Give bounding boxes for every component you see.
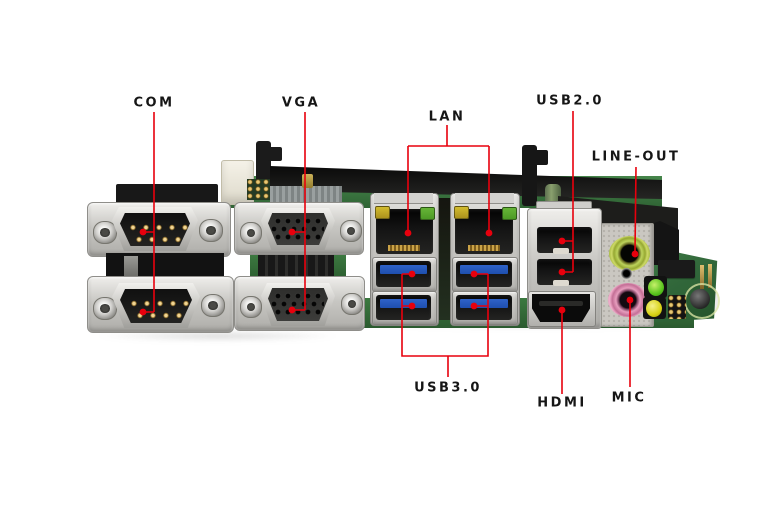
com-top-screw-left <box>93 221 117 244</box>
lan-right-led-green <box>502 207 517 220</box>
lan-port-right-contacts <box>468 245 500 251</box>
vga-top-holes-row1 <box>274 217 324 225</box>
usb3-port-3-tongue <box>460 265 508 274</box>
jumper-pin <box>708 264 712 288</box>
usb3-port-4-tongue <box>460 299 508 308</box>
label-com: COM <box>133 95 175 111</box>
mic-jack <box>608 283 648 317</box>
label-hdmi: HDMI <box>537 395 587 411</box>
lan-left-led-green <box>420 207 435 220</box>
vga-top-screw-left <box>240 222 262 244</box>
com-top-pins-row2 <box>135 236 185 243</box>
vga-top-holes-row2 <box>270 225 324 233</box>
label-usb3: USB3.0 <box>414 380 482 396</box>
ic-chip <box>658 260 695 278</box>
vga-mid-connector <box>258 254 334 277</box>
board-shadow-left <box>95 330 340 342</box>
board-led-green <box>648 279 664 296</box>
label-lan: LAN <box>428 109 466 125</box>
vga-top-screw-right <box>340 220 362 242</box>
pin-header-block <box>247 179 273 200</box>
brass-standoff <box>302 174 313 188</box>
hdmi-port-slot <box>539 301 583 306</box>
vga-bottom-holes-row1 <box>274 292 324 300</box>
vga-bottom-holes-row3 <box>274 308 324 316</box>
board-led-yellow <box>646 300 662 317</box>
com-bottom-screw-left <box>93 297 117 320</box>
com-bottom-screw-right <box>201 294 225 317</box>
audio-screw-hole <box>621 268 632 279</box>
com-rear-housing <box>116 184 218 204</box>
com-top-pins-row1 <box>129 224 191 231</box>
vga-bottom-screw-right <box>341 293 363 315</box>
label-mic: MIC <box>611 390 647 406</box>
hdmi-port <box>532 294 590 322</box>
label-vga: VGA <box>281 95 321 111</box>
lan-right-led-yellow <box>454 206 469 219</box>
jumper-pin <box>700 265 704 289</box>
dimm-latch-left-hook <box>268 147 282 161</box>
com-mid-notch <box>124 256 138 276</box>
com-bottom-pins-row2 <box>136 312 186 319</box>
usb2-port-2-clip <box>553 280 569 286</box>
com-bottom-pins-row1 <box>130 300 192 307</box>
lan-tower-left-tab <box>374 193 433 204</box>
chipset-heatsink-strip <box>270 186 342 204</box>
dimm-latch-left <box>256 141 271 187</box>
usb2-port-1-clip <box>553 248 569 254</box>
usb3-port-2-tongue <box>380 299 427 308</box>
lan-left-led-yellow <box>375 206 390 219</box>
lan-tower-right-tab <box>455 193 514 204</box>
front-panel-header <box>668 295 686 319</box>
lan-port-left-contacts <box>388 245 420 251</box>
line-out-jack <box>609 236 650 271</box>
buzzer <box>690 289 710 309</box>
com-top-screw-right <box>199 219 223 242</box>
label-usb2: USB2.0 <box>536 93 604 109</box>
usb3-port-1-tongue <box>380 265 427 274</box>
vga-bottom-holes-row2 <box>270 300 324 308</box>
label-line-out: LINE-OUT <box>591 149 681 165</box>
vga-bottom-screw-left <box>240 296 262 318</box>
dimm-latch-right-hook <box>534 150 548 165</box>
vga-top-holes-row3 <box>274 233 324 241</box>
dimm-latch-right <box>522 145 537 206</box>
